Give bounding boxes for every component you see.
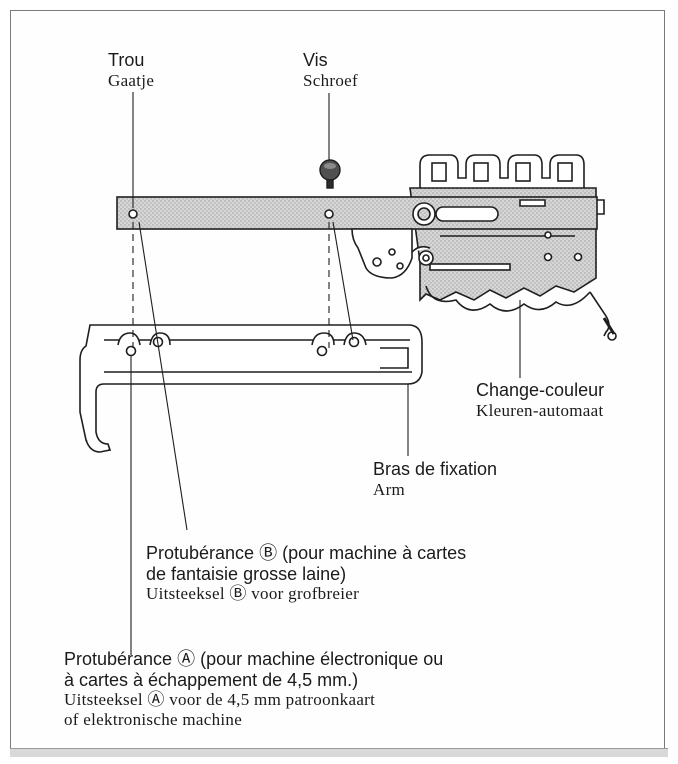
arm-label: Bras de fixation Arm — [373, 459, 497, 499]
hole-label-nl: Gaatje — [108, 70, 155, 90]
hole-label-fr: Trou — [108, 50, 145, 70]
hole-label: Trou Gaatje — [108, 50, 154, 90]
protrusion-b-label: Protubérance Ⓑ (pour machine à cartes de… — [146, 543, 466, 604]
alignment-lines — [132, 222, 330, 348]
color-changer-unit — [409, 154, 617, 341]
color-changer-label: Change-couleur Kleuren-automaat — [476, 380, 604, 420]
protrusion-a-label-nl-2: of elektronische machine — [64, 709, 243, 729]
protrusion-b-label-fr-1: Protubérance Ⓑ (pour machine à cartes — [146, 543, 467, 563]
color-changer-label-nl: Kleuren-automaat — [476, 400, 604, 420]
arm-label-nl: Arm — [373, 479, 406, 499]
page-edge-shadow — [10, 748, 668, 757]
protrusion-a-label-fr-1: Protubérance Ⓐ (pour machine électroniqu… — [64, 649, 444, 669]
linkage — [351, 228, 434, 279]
leader-lines — [130, 92, 521, 655]
screw-label-fr: Vis — [303, 50, 328, 70]
protrusion-a-label-fr-2: à cartes à échappement de 4,5 mm.) — [64, 669, 359, 690]
screw-label: Vis Schroef — [303, 50, 358, 90]
screw — [319, 159, 341, 189]
protrusion-a-label: Protubérance Ⓐ (pour machine électroniqu… — [64, 649, 443, 729]
protrusion-b-label-fr-2: de fantaisie grosse laine) — [146, 563, 347, 584]
color-changer-label-fr: Change-couleur — [476, 380, 605, 400]
protrusion-a-label-nl-1: Uitsteeksel Ⓐ voor de 4,5 mm patroonkaar… — [64, 690, 376, 710]
protrusion-b-label-nl: Uitsteeksel Ⓑ voor grofbreier — [146, 584, 360, 604]
screw-label-nl: Schroef — [303, 70, 358, 90]
arm-label-fr: Bras de fixation — [373, 459, 498, 479]
main-bar — [116, 196, 598, 230]
